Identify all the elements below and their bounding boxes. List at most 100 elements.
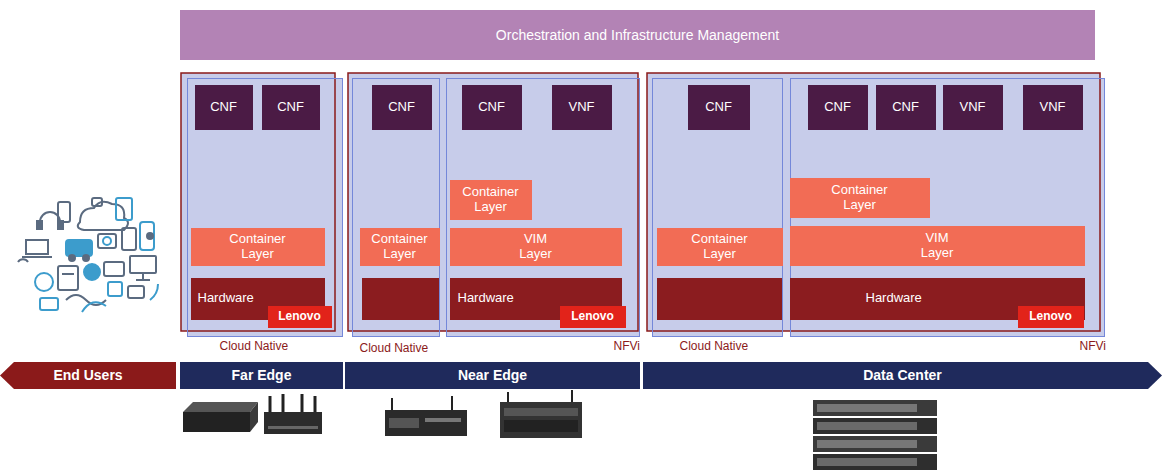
label-holder: Cloud Native	[220, 340, 289, 354]
vendor-logo: Lenovo	[560, 306, 626, 328]
box-label: Lenovo	[571, 310, 614, 324]
label-holder: Cloud Native	[360, 342, 429, 356]
box-label: Hardware	[458, 291, 514, 306]
iot-icon-cluster	[136, 279, 150, 281]
box-label: VNF	[1040, 100, 1066, 115]
iot-icon-cluster	[78, 202, 128, 230]
platform-box: Cloud NativeCNFCNFContainer LayerHardwar…	[187, 78, 343, 337]
layer-box: VIM Layer	[450, 228, 622, 266]
iot-icon-cluster	[82, 302, 106, 312]
orchestration-band: Orchestration and Infrastructure Managem…	[180, 10, 1095, 60]
iot-icon-cluster	[69, 255, 75, 261]
layer-box: Container Layer	[450, 180, 532, 220]
site-outline	[647, 73, 1100, 331]
iot-icon-cluster	[18, 198, 158, 312]
data-center-server	[813, 418, 937, 434]
iot-icon-cluster	[26, 240, 48, 254]
iot-icon-cluster	[22, 256, 52, 258]
box-label: Container Layer	[682, 232, 757, 262]
box-label: Lenovo	[278, 310, 321, 324]
iot-icon-cluster	[104, 262, 124, 276]
iot-icon-cluster	[62, 273, 74, 275]
box-label: Container Layer	[220, 232, 295, 262]
iot-icon-cluster	[37, 221, 42, 229]
function-box: VNF	[552, 85, 612, 130]
iot-icon-cluster	[140, 222, 154, 250]
far-edge-device	[183, 394, 322, 434]
box-label: CNF	[388, 100, 415, 115]
platform-fill	[790, 78, 1105, 337]
platform-fill	[652, 78, 783, 337]
segment-fill	[643, 362, 1162, 389]
iot-icon-cluster	[98, 234, 116, 248]
iot-icon-cluster	[83, 255, 89, 261]
box-label: VIM Layer	[915, 231, 960, 261]
site-outline	[348, 73, 638, 331]
box-label: Orchestration and Infrastructure Managem…	[496, 27, 779, 43]
data-center-server	[817, 458, 917, 466]
near-edge-device	[385, 390, 582, 438]
function-box: CNF	[462, 85, 522, 130]
function-box: CNF	[688, 85, 750, 130]
platform-box: Cloud NativeCNFContainer Layer	[352, 78, 440, 337]
platform-fill	[352, 78, 440, 337]
data-center-server	[817, 440, 917, 448]
function-box: VNF	[1023, 85, 1083, 130]
far-edge-device	[183, 402, 258, 412]
box-label: Hardware	[866, 291, 922, 306]
box-label: Container Layer	[365, 232, 435, 262]
iot-icon-cluster	[147, 233, 153, 239]
segment-fill	[180, 362, 343, 389]
platform-box: NFViCNFCNFVNFVNFContainer LayerVIM Layer…	[790, 78, 1105, 337]
platform-label: Cloud Native	[220, 340, 289, 354]
far-edge-device	[250, 402, 258, 432]
data-center-server	[817, 404, 917, 412]
box-label: CNF	[210, 100, 237, 115]
iot-icon-cluster	[58, 266, 78, 290]
box-label: Container Layer	[456, 185, 526, 215]
box-label: CNF	[478, 100, 505, 115]
platform-fill	[181, 73, 1105, 337]
near-edge-device	[391, 398, 393, 412]
platform-label: Cloud Native	[360, 342, 429, 356]
near-edge-device	[451, 396, 453, 412]
near-edge-device	[500, 402, 582, 438]
function-box: VNF	[943, 85, 1003, 130]
box-label: End Users	[53, 367, 122, 383]
box-label: CNF	[705, 100, 732, 115]
far-edge-device	[314, 396, 317, 414]
far-edge-device	[183, 412, 250, 432]
platform-label: NFVi	[614, 340, 640, 354]
hardware-block	[362, 278, 440, 320]
box-label: Hardware	[198, 291, 254, 306]
vendor-logo: Lenovo	[1018, 306, 1084, 328]
iot-icon-cluster	[108, 282, 122, 296]
hardware-bar: HardwareLenovo	[450, 278, 622, 320]
iot-icon-cluster	[122, 228, 136, 250]
function-box: CNF	[876, 85, 936, 130]
layer-box: Container Layer	[657, 228, 783, 266]
layer-box: VIM Layer	[790, 226, 1085, 266]
box-label: Data Center	[863, 367, 942, 383]
data-center-server	[813, 400, 937, 470]
iot-icon-cluster	[128, 286, 144, 298]
far-edge-device	[301, 394, 304, 414]
far-edge-device	[269, 396, 272, 414]
iot-icon-cluster	[40, 298, 58, 310]
platform-box: NFViCNFVNFContainer LayerVIM LayerHardwa…	[446, 78, 640, 337]
iot-icon-cluster	[35, 273, 53, 291]
label-holder: NFVi	[1080, 340, 1106, 354]
data-center-server	[813, 454, 937, 470]
hardware-block	[657, 278, 783, 320]
box-label: Far Edge	[232, 367, 292, 383]
far-edge-device	[264, 412, 322, 434]
iot-icon-cluster	[130, 256, 156, 273]
layer-box: Container Layer	[790, 178, 930, 218]
location-segment: Data Center	[643, 362, 1162, 389]
box-label: CNF	[277, 100, 304, 115]
location-segment: Near Edge	[345, 362, 640, 389]
platform-box: Cloud NativeCNFContainer Layer	[652, 78, 783, 337]
segment-fill	[0, 362, 176, 389]
label-holder: Cloud Native	[680, 340, 749, 354]
near-edge-device	[571, 390, 573, 404]
